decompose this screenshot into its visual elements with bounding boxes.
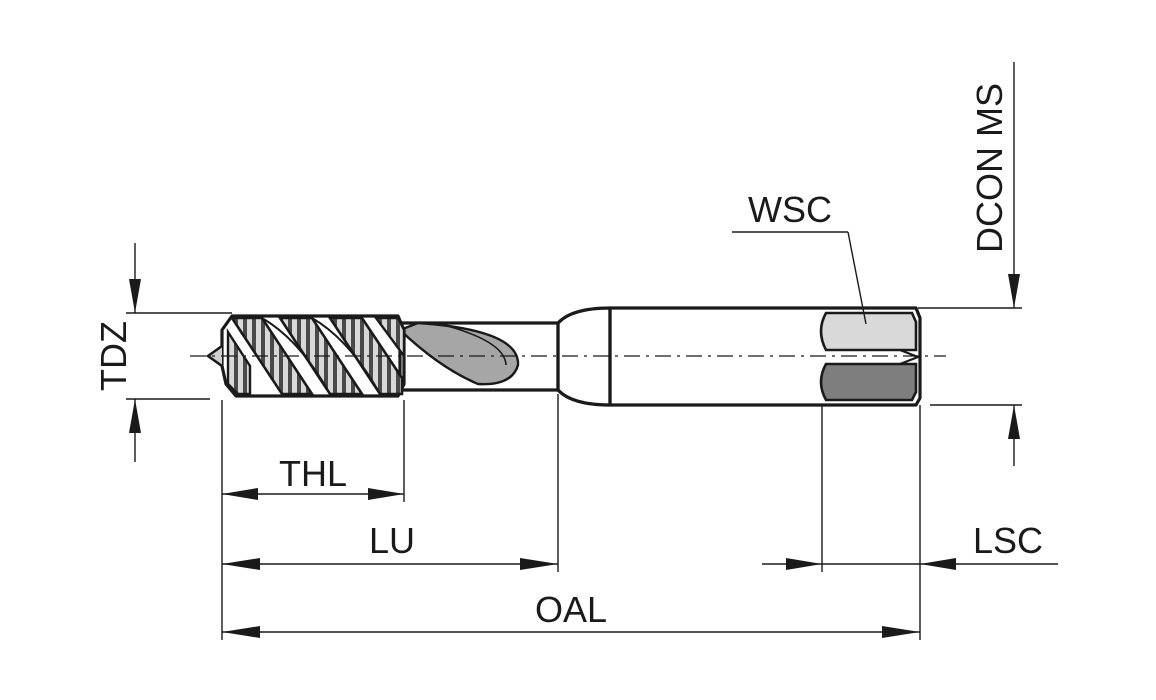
dcon-ms-dimension: DCON MS: [969, 62, 1020, 466]
flute-runout: [397, 321, 520, 386]
oal-label: OAL: [535, 589, 607, 630]
thl-label: THL: [279, 453, 347, 494]
thl-dimension: THL: [222, 453, 404, 500]
neck: [398, 321, 560, 392]
tdz-dimension: TDZ: [93, 243, 141, 462]
tdz-label: TDZ: [93, 321, 134, 391]
thread-spirals: [226, 316, 406, 396]
dcon-ms-label: DCON MS: [969, 83, 1010, 253]
lsc-dimension: LSC: [762, 520, 1058, 570]
lu-dimension: LU: [222, 520, 558, 570]
extension-lines: [126, 307, 1022, 640]
oal-dimension: OAL: [222, 589, 920, 638]
square-flat-bottom: [819, 362, 918, 402]
lu-label: LU: [369, 520, 415, 561]
square-flat-top: [819, 311, 918, 352]
lsc-label: LSC: [973, 520, 1043, 561]
wsc-label: WSC: [748, 189, 832, 230]
wsc-callout: WSC: [732, 189, 867, 325]
shank-transition: [556, 306, 612, 407]
tap-body: [205, 306, 922, 407]
